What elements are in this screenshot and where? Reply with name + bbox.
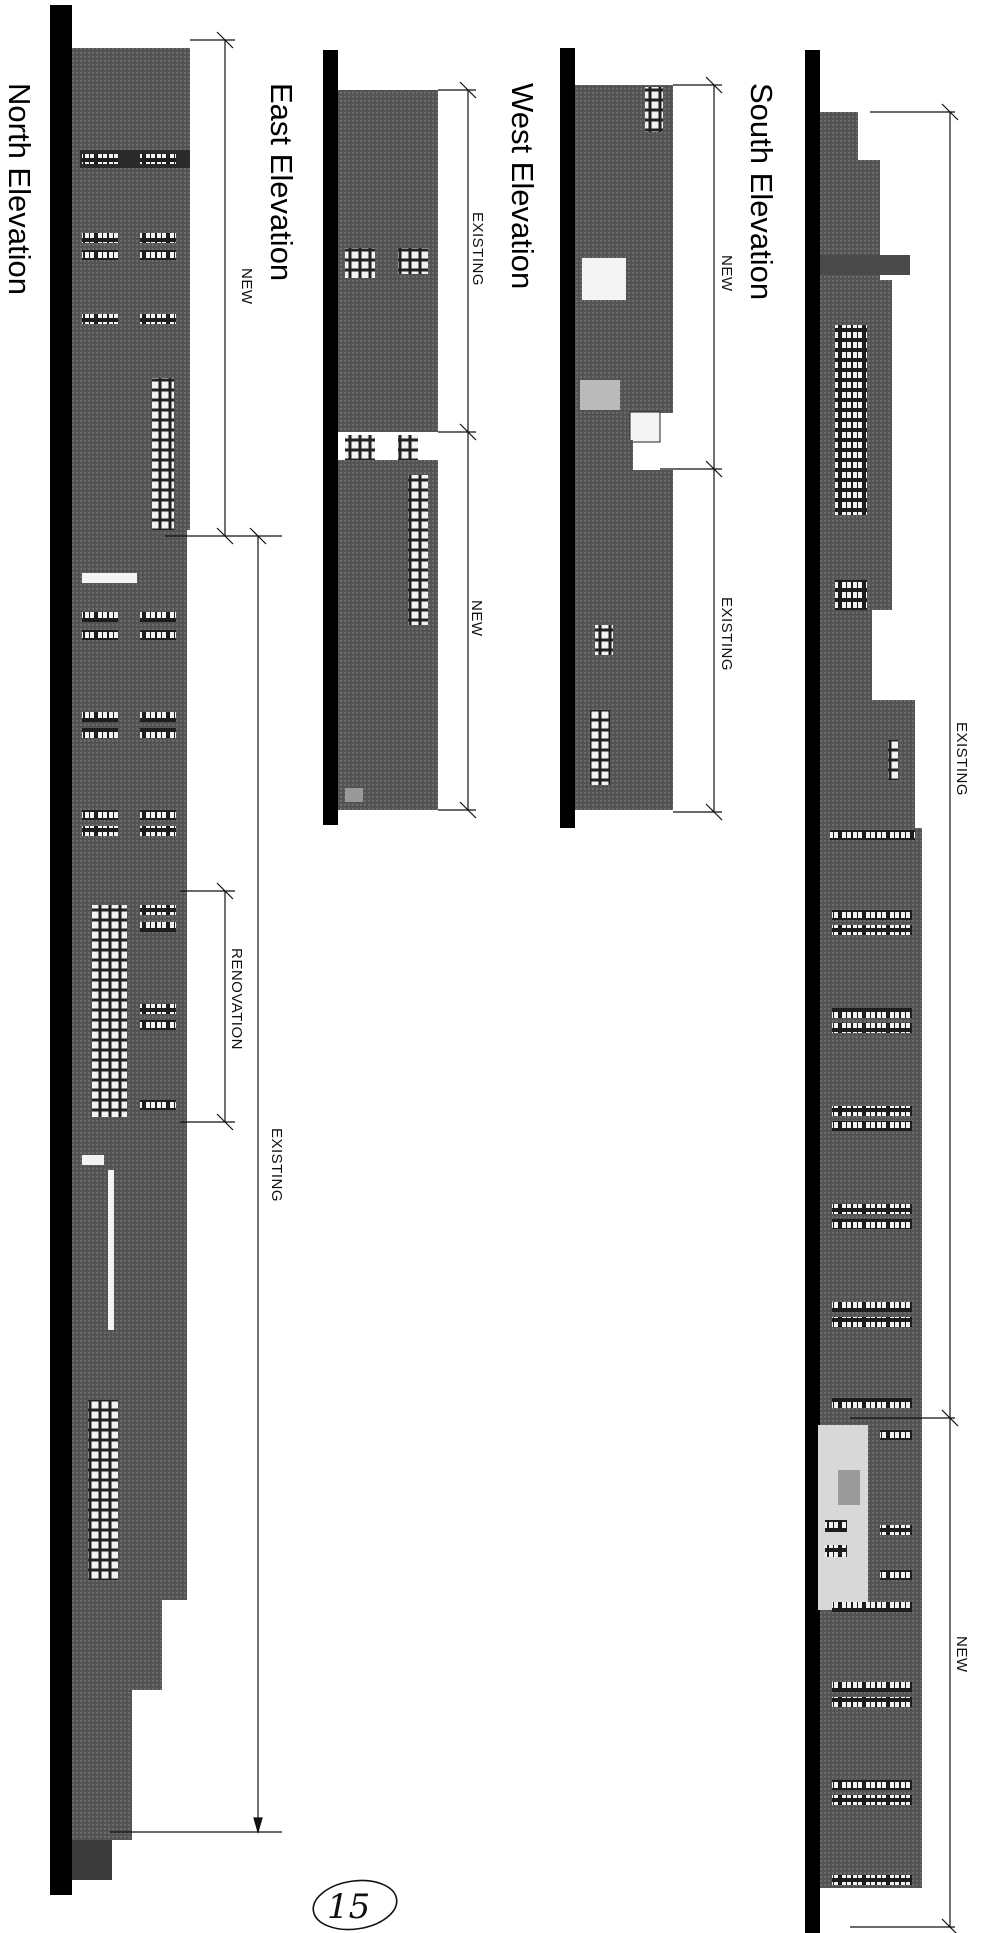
south-elevation-title: South Elevation <box>744 83 779 300</box>
west-segment-label-new: NEW <box>718 255 735 292</box>
south-window-bands <box>825 830 915 1885</box>
south-building-mass <box>818 112 922 1888</box>
west-segment-label-existing: EXISTING <box>718 597 735 671</box>
north-segment-label-renovation: RENOVATION <box>228 948 245 1050</box>
west-elevation-title: West Elevation <box>505 83 540 289</box>
south-ground-line <box>805 50 820 1933</box>
page-number-mark: 15 <box>312 1879 398 1931</box>
east-segment-label-existing: EXISTING <box>469 212 486 286</box>
west-building-mass <box>575 85 673 810</box>
north-segment-label-new: NEW <box>238 268 255 305</box>
east-dimension-line <box>438 81 477 819</box>
north-elevation-title: North Elevation <box>2 83 37 295</box>
south-elevation: South Elevation EXISTING NEW <box>744 50 970 1933</box>
east-elevation-title: East Elevation <box>264 83 299 281</box>
south-segment-label-existing: EXISTING <box>953 722 970 796</box>
south-segment-label-new: NEW <box>953 1636 970 1673</box>
north-segment-label-existing: EXISTING <box>268 1128 285 1202</box>
north-ground-line <box>50 5 72 1895</box>
page-number-circle <box>312 1879 398 1931</box>
page-number: 15 <box>327 1887 370 1927</box>
north-building-mass <box>72 48 190 1880</box>
north-dimension-line <box>110 31 282 1835</box>
north-elevation: North Elevation NEW RENOVATION EXISTING <box>2 5 285 1895</box>
south-dimension-line <box>850 103 959 1933</box>
east-ground-line <box>323 50 338 825</box>
west-ground-line <box>560 48 575 828</box>
west-elevation: West Elevation NEW EXISTING <box>505 48 735 828</box>
east-elevation: East Elevation EXISTING NEW <box>264 50 486 825</box>
east-segment-label-new: NEW <box>468 600 485 637</box>
east-building-mass <box>338 90 438 810</box>
west-dimension-line <box>660 76 723 821</box>
